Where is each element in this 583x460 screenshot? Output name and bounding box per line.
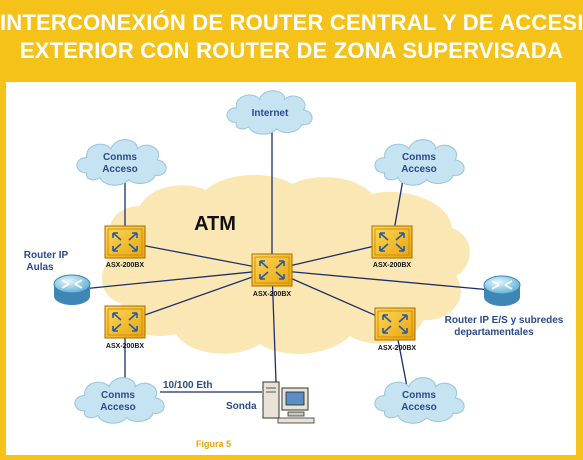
link-core-probe xyxy=(271,269,277,383)
cloud-bottom-left-label-2: Acceso xyxy=(100,402,136,413)
switch-top-right-label: ASX-200BX xyxy=(373,262,411,269)
cloud-bottom-right-label-1: Conms xyxy=(402,390,436,401)
link-core-router-left xyxy=(71,269,273,291)
link-core-router-right xyxy=(271,269,503,292)
link-core-switch-tl xyxy=(124,241,273,271)
cloud-top-left-label-1: Conms xyxy=(103,152,137,163)
title-line-1: INTERCONEXIÓN DE ROUTER CENTRAL Y DE ACC… xyxy=(0,10,583,35)
switch-core-icon xyxy=(251,253,293,287)
router-left-label-1: Router IP xyxy=(24,250,69,261)
title-line-2: EXTERIOR CON ROUTER DE ZONA SUPERVISADA xyxy=(19,38,564,63)
internet-label: Internet xyxy=(252,108,289,119)
switch-core-label: ASX-200BX xyxy=(253,291,291,298)
router-right-label-2: departamentales xyxy=(454,327,534,338)
link-speed-label: 10/100 Eth xyxy=(163,380,212,391)
cloud-bottom-right-label-2: Acceso xyxy=(401,402,437,413)
cloud-bottom-left-label-1: Conms xyxy=(101,390,135,401)
switch-bottom-right-icon xyxy=(374,307,416,341)
router-right-icon xyxy=(483,275,521,307)
cloud-top-right-label-2: Acceso xyxy=(401,164,437,175)
title-banner: INTERCONEXIÓN DE ROUTER CENTRAL Y DE ACC… xyxy=(0,0,583,80)
cloud-top-right-label-1: Conms xyxy=(402,152,436,163)
computer-icon xyxy=(262,381,315,424)
link-core-switch-bl xyxy=(124,269,273,323)
switch-bottom-right-label: ASX-200BX xyxy=(378,345,416,352)
switch-top-left-label: ASX-200BX xyxy=(106,262,144,269)
switch-bottom-left-icon xyxy=(104,305,146,339)
atm-label: ATM xyxy=(194,213,236,235)
figure-caption: Figura 5 xyxy=(196,439,231,449)
router-right-label-1: Router IP E/S y subredes xyxy=(445,315,564,326)
switch-top-right-icon xyxy=(371,225,413,259)
switch-bottom-left-label: ASX-200BX xyxy=(106,343,144,350)
probe-label: Sonda xyxy=(226,401,257,412)
switch-top-left-icon xyxy=(104,225,146,259)
router-left-label-2: Aulas xyxy=(26,262,54,273)
cloud-top-left-label-2: Acceso xyxy=(102,164,138,175)
router-left-icon xyxy=(53,274,91,306)
